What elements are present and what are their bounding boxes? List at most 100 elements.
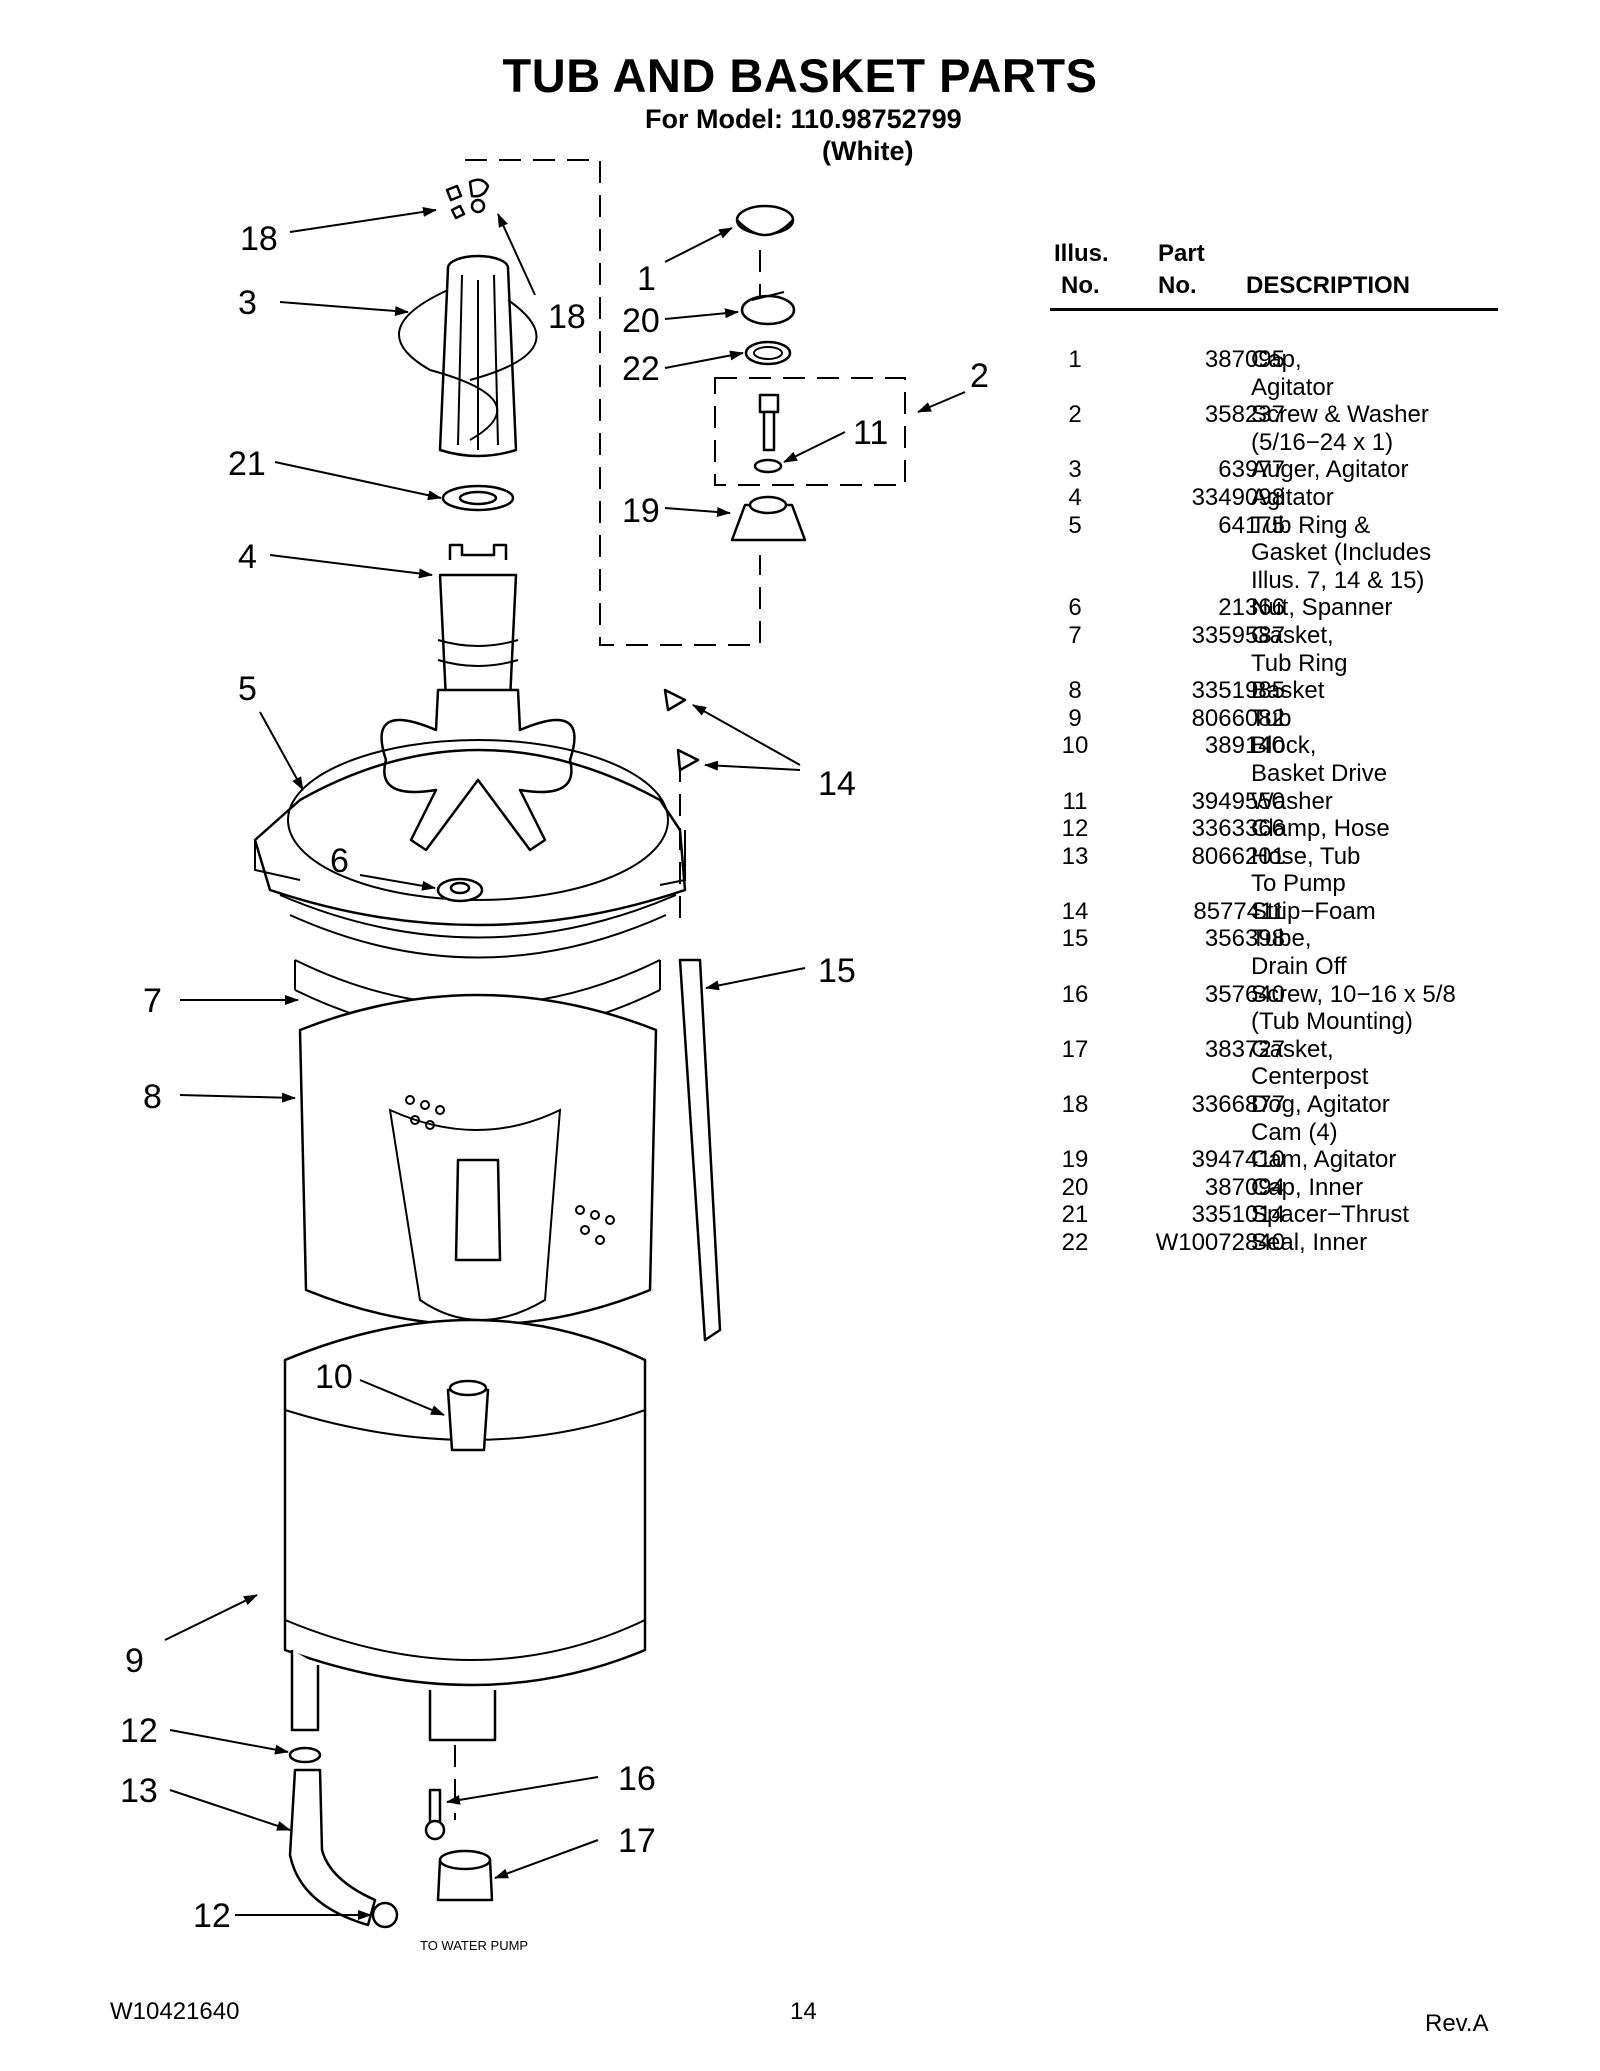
- inner-seal-part: [744, 340, 792, 366]
- part-number: 3363366: [1191, 815, 1285, 843]
- illus-number: 15: [1061, 925, 1089, 953]
- part-number: 356398: [1204, 925, 1285, 953]
- callout-18b: 18: [548, 298, 586, 336]
- part-number: 389140: [1204, 732, 1285, 760]
- illus-number: 5: [1068, 511, 1082, 539]
- illus-number: 1: [1068, 346, 1082, 373]
- model-line: For Model: 110.98752799: [645, 104, 962, 134]
- color-line: (White): [822, 136, 914, 166]
- part-description: Strip−Foam: [1251, 897, 1376, 925]
- illus-number: 14: [1061, 897, 1089, 925]
- callout-15: 15: [818, 952, 856, 990]
- callout-17: 17: [618, 1822, 656, 1860]
- to-water-pump-note: TO WATER PUMP: [420, 1938, 528, 1953]
- callout-19: 19: [622, 492, 660, 530]
- part-description: Cap, Inner: [1251, 1173, 1364, 1201]
- centerpost-gasket-part: [436, 1849, 494, 1902]
- part-number: 3366877: [1191, 1091, 1285, 1119]
- part-number: 8066082: [1191, 704, 1285, 732]
- agitator-dog-part: [445, 178, 490, 220]
- part-description: Auger, Agitator: [1251, 456, 1409, 484]
- callout-4: 4: [238, 538, 257, 576]
- illus-number: 8: [1068, 677, 1082, 705]
- callout-3: 3: [238, 284, 257, 322]
- header-part-line1: Part: [1158, 240, 1205, 267]
- spacer-thrust-part: [441, 484, 515, 512]
- part-number: 8577411: [1193, 897, 1285, 925]
- part-description: Screw & Washer (5/16−24 x 1): [1251, 401, 1429, 456]
- part-description: Tub: [1251, 704, 1292, 732]
- screw-washer-part: [758, 393, 780, 452]
- part-description: Dog, Agitator Cam (4): [1251, 1091, 1390, 1146]
- header-description: DESCRIPTION: [1246, 272, 1411, 299]
- part-number: 3359587: [1191, 621, 1285, 649]
- part-description: Washer: [1251, 787, 1333, 815]
- header-rule: [1050, 308, 1498, 311]
- part-number: 383727: [1204, 1035, 1285, 1063]
- illus-number: 21: [1061, 1201, 1089, 1229]
- part-description: Spacer−Thrust: [1251, 1201, 1410, 1229]
- part-description: Agitator: [1251, 483, 1334, 511]
- callout-16: 16: [618, 1760, 656, 1798]
- agitator-cam-part: [730, 495, 807, 542]
- part-number: 3947410: [1191, 1146, 1285, 1174]
- part-number: 8066201: [1191, 842, 1285, 870]
- callout-14: 14: [818, 765, 856, 803]
- illus-number: 20: [1061, 1173, 1089, 1201]
- page-number: 14: [790, 1998, 817, 2025]
- callout-10: 10: [315, 1358, 353, 1396]
- washer-part: [753, 458, 783, 474]
- basket-part: [298, 993, 658, 1327]
- part-number: 3349098: [1191, 483, 1285, 511]
- tub-hose-part: [288, 1768, 377, 1927]
- part-description: Tube, Drain Off: [1251, 925, 1347, 981]
- leader-arrows: [164, 206, 966, 1920]
- callout-7: 7: [143, 982, 162, 1020]
- hose-clamp-part: [288, 1746, 399, 1929]
- callout-9: 9: [125, 1642, 144, 1680]
- illus-number: 10: [1061, 732, 1089, 760]
- illus-number: 4: [1068, 483, 1082, 511]
- parts-table-header: Illus. No. Part No. DESCRIPTION: [1050, 240, 1500, 311]
- part-description: Clamp, Hose: [1251, 815, 1390, 843]
- basket-perforations: [405, 1095, 615, 1245]
- part-number: 63977: [1218, 456, 1285, 484]
- illus-number: 18: [1061, 1091, 1089, 1119]
- header-illus-line2: No.: [1061, 272, 1100, 299]
- callout-6: 6: [330, 842, 349, 880]
- part-description: Tub Ring & Gasket (Includes Illus. 7, 14…: [1251, 511, 1432, 594]
- illus-number: 12: [1061, 815, 1089, 843]
- illus-number: 3: [1068, 456, 1082, 484]
- callout-20: 20: [622, 302, 660, 340]
- page-title: TUB AND BASKET PARTS: [502, 49, 1098, 102]
- illus-number: 9: [1068, 704, 1082, 732]
- part-description: Block, Basket Drive: [1251, 732, 1388, 787]
- part-number: 357640: [1204, 980, 1285, 1008]
- callout-22: 22: [622, 350, 660, 388]
- illus-number: 7: [1068, 621, 1082, 649]
- callout-12a: 12: [120, 1712, 158, 1750]
- callout-5: 5: [238, 670, 257, 708]
- part-description: Gasket, Tub Ring: [1251, 621, 1348, 677]
- agitator-cap-part: [735, 204, 795, 237]
- part-number: W10072840: [1155, 1229, 1285, 1256]
- illus-number: 2: [1068, 401, 1082, 429]
- callout-11: 11: [853, 414, 888, 452]
